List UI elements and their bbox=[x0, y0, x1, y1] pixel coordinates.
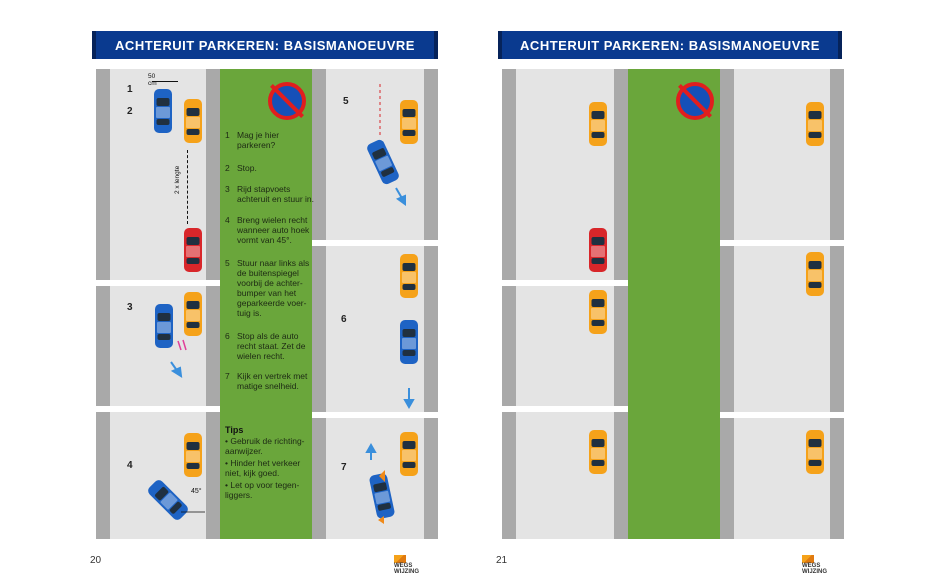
curb-median-right bbox=[312, 69, 326, 539]
car-icon bbox=[806, 102, 824, 146]
tip-text: Hinder het verkeer niet, kijk goed. bbox=[225, 458, 301, 478]
tip-item: • Hinder het verkeer niet, kijk goed. bbox=[225, 458, 301, 478]
curb-median-left bbox=[206, 69, 220, 539]
step-number: 2 bbox=[127, 106, 133, 117]
instruction-number: 3 bbox=[225, 184, 230, 194]
tip-item: • Let op voor tegen-liggers. bbox=[225, 480, 300, 500]
logo-text: WIJZING bbox=[394, 569, 419, 575]
tip-item: • Gebruik de richting-aanwijzer. bbox=[225, 436, 305, 456]
logo-text: WEGS bbox=[802, 563, 821, 569]
tips-heading: Tips bbox=[225, 425, 244, 435]
page-title-right: ACHTERUIT PARKEREN: BASISMANOEUVRE bbox=[498, 31, 842, 59]
step-number: 6 bbox=[341, 314, 347, 325]
curb-median-right bbox=[720, 69, 734, 539]
instruction-number: 1 bbox=[225, 130, 230, 140]
arrow-icon bbox=[170, 187, 415, 460]
curb-right bbox=[830, 69, 844, 539]
instruction-number: 7 bbox=[225, 371, 230, 381]
step-number: 7 bbox=[341, 462, 347, 473]
dimension-line bbox=[152, 81, 178, 82]
instruction-text: Kijk en vertrek met matige snelheid. bbox=[237, 371, 308, 391]
car-icon bbox=[806, 430, 824, 474]
section-divider bbox=[96, 406, 220, 412]
car-icon bbox=[589, 290, 607, 334]
green-median bbox=[220, 69, 312, 539]
section-divider bbox=[502, 406, 628, 412]
section-divider bbox=[720, 240, 844, 246]
indicator-icon bbox=[379, 470, 385, 482]
dimension-line bbox=[187, 150, 189, 224]
car-icon bbox=[806, 252, 824, 296]
dimension-width-label: 50 cm bbox=[148, 73, 157, 87]
car-icon bbox=[589, 430, 607, 474]
step-number: 4 bbox=[127, 460, 133, 471]
page-number-left: 20 bbox=[90, 555, 102, 566]
instruction-number: 2 bbox=[225, 163, 230, 173]
instruction-number: 6 bbox=[225, 331, 230, 341]
instruction-text: Stop als de auto recht staat. Zet de wie… bbox=[237, 331, 306, 361]
instruction-number: 5 bbox=[225, 258, 230, 268]
curb-left bbox=[502, 69, 516, 539]
logo-text: WIJZING bbox=[802, 569, 827, 575]
curb-left bbox=[96, 69, 110, 539]
instruction-text: Stop. bbox=[237, 163, 257, 173]
logo-text: WEGS bbox=[394, 563, 413, 569]
instruction-text: Breng wielen recht wanneer auto hoek vor… bbox=[237, 215, 310, 245]
step-number: 1 bbox=[127, 84, 133, 95]
page-title-left: ACHTERUIT PARKEREN: BASISMANOEUVRE bbox=[92, 31, 438, 59]
curb-median-left bbox=[614, 69, 628, 539]
instruction-text: Mag je hier parkeren? bbox=[237, 130, 280, 150]
no-parking-sign-icon bbox=[268, 82, 306, 120]
step-number: 3 bbox=[127, 302, 133, 313]
section-divider bbox=[312, 412, 438, 418]
instruction-number: 4 bbox=[225, 215, 230, 225]
tip-text: Gebruik de richting-aanwijzer. bbox=[225, 436, 305, 456]
section-divider bbox=[720, 412, 844, 418]
instruction-text: Rijd stapvoets achteruit en stuur in. bbox=[237, 184, 315, 204]
curb-right bbox=[424, 69, 438, 539]
step-number: 5 bbox=[343, 96, 349, 107]
section-divider bbox=[312, 240, 438, 246]
page-number-right: 21 bbox=[496, 555, 508, 566]
section-divider bbox=[502, 280, 628, 286]
car-icon bbox=[589, 228, 607, 272]
car-icon bbox=[589, 102, 607, 146]
section-divider bbox=[96, 280, 220, 286]
indicator-icon bbox=[378, 516, 384, 524]
tip-text: Let op voor tegen-liggers. bbox=[225, 480, 300, 500]
green-median bbox=[628, 69, 720, 539]
mirror-marker bbox=[177, 339, 187, 351]
instruction-text: Stuur naar links als de buitenspiegel vo… bbox=[237, 258, 310, 318]
no-parking-sign-icon bbox=[676, 82, 714, 120]
angle-label: 45° bbox=[191, 488, 202, 495]
